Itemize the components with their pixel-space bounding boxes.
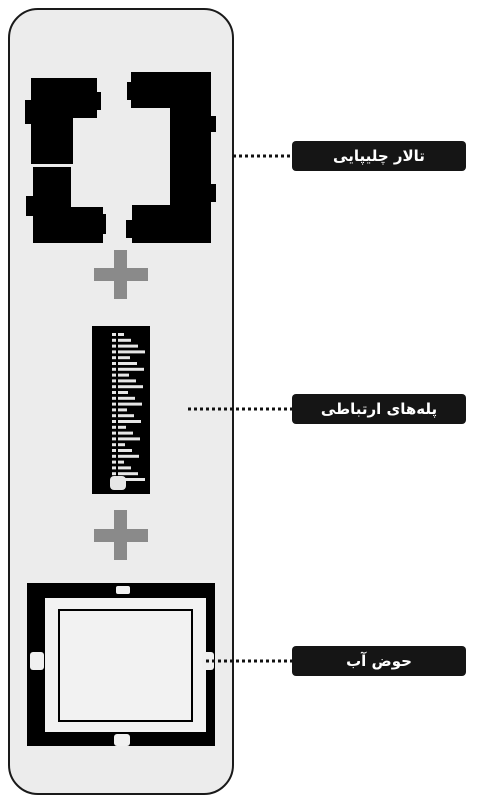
stair-landing (110, 476, 126, 490)
stair-step (118, 391, 128, 394)
stair-step (112, 379, 116, 383)
stair-step (118, 472, 138, 476)
stair-step (118, 425, 126, 429)
label-cruciform-hall: تالار چلیپایی (292, 141, 466, 171)
plus-sign-icon (94, 250, 148, 299)
stair-step (112, 396, 116, 400)
stair-step (118, 385, 143, 389)
stair-step (112, 466, 116, 470)
stair-step (112, 362, 116, 365)
label-connecting-stairs: پله‌های ارتباطی (292, 394, 466, 424)
stair-step (118, 396, 135, 400)
stair-step (112, 449, 116, 452)
cruciform-hall-plan (25, 72, 216, 243)
plus-sign-icon (94, 510, 148, 560)
stair-step (118, 373, 129, 377)
water-pool-plan (27, 583, 215, 746)
stair-step (118, 408, 127, 412)
stair-step (118, 344, 138, 348)
hall-block-top-left (25, 78, 101, 164)
stair-step (118, 466, 131, 470)
stair-step (112, 350, 116, 354)
stair-step (118, 356, 130, 360)
stair-step (112, 460, 116, 464)
stair-step (118, 460, 124, 464)
stair-step (112, 443, 116, 447)
stair-step (112, 367, 116, 371)
stair-step (118, 443, 125, 447)
stair-step (118, 478, 145, 481)
connecting-stairs-plan (92, 326, 150, 494)
stair-step (112, 472, 116, 476)
stair-step (112, 373, 116, 377)
stair-step (112, 385, 116, 389)
stair-step (112, 402, 116, 406)
stair-step (118, 449, 132, 452)
stair-step (118, 431, 133, 435)
stair-step (112, 391, 116, 394)
stair-step (112, 431, 116, 435)
stair-step (112, 425, 116, 429)
stair-step (118, 402, 142, 406)
stair-step (112, 414, 116, 418)
stair-step (112, 344, 116, 348)
stair-step (118, 338, 131, 342)
stair-step (118, 362, 137, 365)
stair-step (112, 454, 116, 458)
stair-step (112, 437, 116, 441)
stair-step (112, 333, 116, 336)
stair-step (118, 333, 124, 336)
stair-step (118, 379, 136, 383)
stair-step (112, 408, 116, 412)
hall-block-top-right (127, 72, 216, 166)
stair-step (118, 437, 140, 441)
stair-step (118, 420, 141, 423)
stair-step (118, 454, 139, 458)
stair-step (112, 338, 116, 342)
hall-block-bottom-right (126, 165, 216, 243)
label-water-pool: حوض آب (292, 646, 466, 676)
stair-step (118, 367, 144, 371)
stair-step (118, 414, 134, 418)
stair-step (112, 356, 116, 360)
stair-steps (110, 333, 145, 490)
stair-step (112, 420, 116, 423)
hall-block-bottom-left (26, 167, 106, 243)
stair-step (118, 350, 145, 354)
